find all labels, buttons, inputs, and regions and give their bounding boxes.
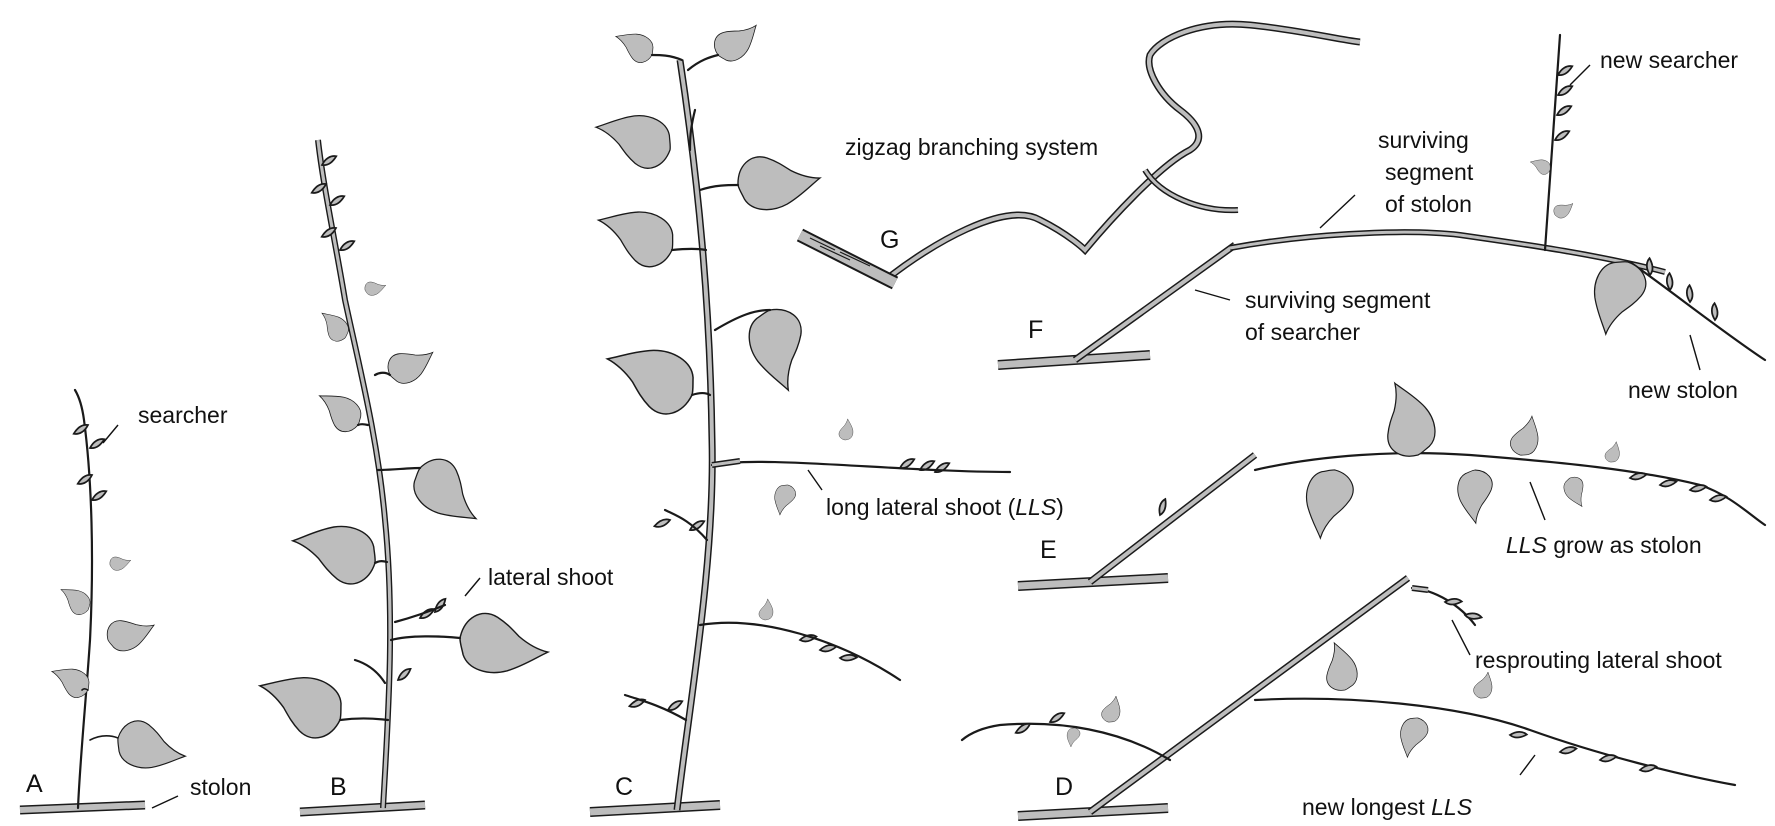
- leaf-e5: [1559, 473, 1594, 511]
- label-lateral-shoot: lateral shoot: [488, 564, 614, 590]
- panel-label-a: A: [26, 770, 43, 798]
- stolon-b: [299, 802, 426, 815]
- new-searcher-stem: [1543, 33, 1562, 252]
- panel-label-c: C: [615, 773, 633, 801]
- left-lateral-d: [960, 722, 1172, 762]
- panel-label-e: E: [1040, 536, 1057, 564]
- leaf-c1: [596, 335, 703, 421]
- leaf-c10: [758, 598, 774, 621]
- leaf-a5: [107, 551, 133, 573]
- leaf-b8: [362, 276, 388, 298]
- leaf-b4: [403, 449, 495, 535]
- leaf-c6: [707, 10, 766, 69]
- label-lls-grow: LLS grow as stolon: [1506, 532, 1702, 558]
- leaf-a1: [113, 717, 190, 775]
- leaf-f1: [1586, 256, 1650, 341]
- leaf-d3: [1472, 669, 1495, 700]
- searcher-segment-e: [1088, 453, 1257, 584]
- label-surviving-searcher-2: of searcher: [1245, 319, 1360, 345]
- label-new-longest-lls: new longest LLS: [1302, 794, 1473, 820]
- label-new-stolon: new stolon: [1628, 377, 1738, 403]
- panel-f: surviving segment of stolon surviving se…: [997, 33, 1767, 403]
- leaf-a3: [101, 606, 160, 657]
- leaf-c2: [740, 301, 821, 398]
- label-searcher: searcher: [138, 402, 228, 428]
- label-new-searcher: new searcher: [1600, 47, 1738, 73]
- label-resprouting: resprouting lateral shoot: [1475, 647, 1722, 673]
- leaf-b2: [458, 611, 550, 676]
- leaf-b6: [381, 335, 441, 391]
- panel-label-g: G: [880, 226, 899, 254]
- stolon-segment-f: [1229, 230, 1666, 274]
- leaf-f3: [1550, 196, 1577, 222]
- panel-label-f: F: [1028, 316, 1043, 344]
- leaf-e2: [1302, 467, 1356, 542]
- leaf-d4: [1100, 693, 1123, 724]
- label-surviving-stolon-2: segment: [1385, 159, 1474, 185]
- label-surviving-searcher-1: surviving segment: [1245, 287, 1431, 313]
- leaf-b5: [309, 384, 368, 438]
- panel-c: long lateral shoot (LLS) C: [589, 10, 1064, 817]
- panel-b: lateral shoot B: [249, 139, 614, 817]
- leaf-b1: [249, 664, 350, 745]
- panel-a: searcher stolon A: [19, 388, 251, 815]
- panel-g: zigzag branching system G: [796, 20, 1361, 290]
- leaf-d2: [1396, 715, 1430, 760]
- leaf-c3: [589, 200, 681, 273]
- stolon-c: [589, 801, 721, 816]
- panel-d: resprouting lateral shoot new longest LL…: [960, 575, 1737, 821]
- leaf-c9: [838, 418, 854, 441]
- label-stolon: stolon: [190, 774, 251, 800]
- leaf-c7: [609, 26, 658, 67]
- new-stolon-stem: [1628, 260, 1767, 362]
- leaf-c4: [732, 144, 825, 216]
- leaf-d1: [1315, 638, 1363, 696]
- leaf-c5: [589, 107, 676, 173]
- searcher-d: [1088, 576, 1410, 814]
- searcher-stem-a: [73, 388, 94, 810]
- leaf-a4: [53, 581, 95, 619]
- leaf-e6: [1603, 439, 1622, 464]
- leaf-d5: [1065, 727, 1081, 748]
- label-long-lateral-shoot: long lateral shoot (LLS): [826, 494, 1064, 520]
- label-surviving-stolon-3: of stolon: [1385, 191, 1472, 217]
- leaf-e4: [1508, 412, 1543, 458]
- leaf-b3: [287, 518, 381, 588]
- leaf-c8: [771, 483, 797, 517]
- label-surviving-stolon-1: surviving: [1378, 127, 1469, 153]
- leaf-f2: [1527, 156, 1553, 177]
- stolon-f: [997, 351, 1151, 369]
- panel-label-b: B: [330, 773, 347, 801]
- new-longest-lls-d: [1253, 697, 1737, 787]
- searcher-segment-f: [1073, 243, 1237, 362]
- label-zigzag: zigzag branching system: [845, 134, 1098, 160]
- panel-e: LLS grow as stolon E: [1017, 374, 1767, 591]
- leaf-e1: [1366, 374, 1445, 465]
- panel-label-d: D: [1055, 773, 1073, 801]
- resprouting-lateral-d: [1410, 586, 1477, 627]
- leaf-e3: [1454, 467, 1498, 526]
